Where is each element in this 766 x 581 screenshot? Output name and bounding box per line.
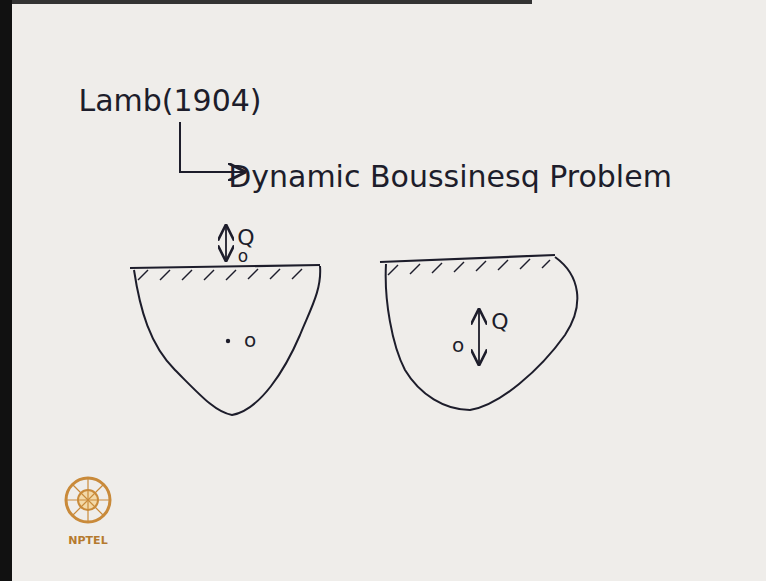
frame-edge [12,0,532,4]
point-label: o [244,328,256,352]
force-label: Q [491,309,508,334]
nptel-logo [66,478,110,522]
title: Lamb(1904) [78,83,261,118]
point-label: o [238,246,248,266]
half-space-right [380,255,577,410]
force-label-wrap: Q [491,310,508,334]
point-label: o [452,333,464,357]
frame-edge [0,0,12,581]
subtitle: Dynamic Boussinesq Problem [228,159,672,194]
subtitle-wrap: Dynamic Boussinesq Problem [228,160,672,193]
watermark: NPTEL [68,534,107,547]
point-label-wrap: o [244,329,256,351]
watermark-wrap: NPTEL [68,529,107,548]
point-label-wrap: o [452,334,464,356]
point-label-wrap: o [238,247,248,266]
half-space-left [130,226,320,415]
title-wrap: Lamb(1904) [78,84,261,117]
